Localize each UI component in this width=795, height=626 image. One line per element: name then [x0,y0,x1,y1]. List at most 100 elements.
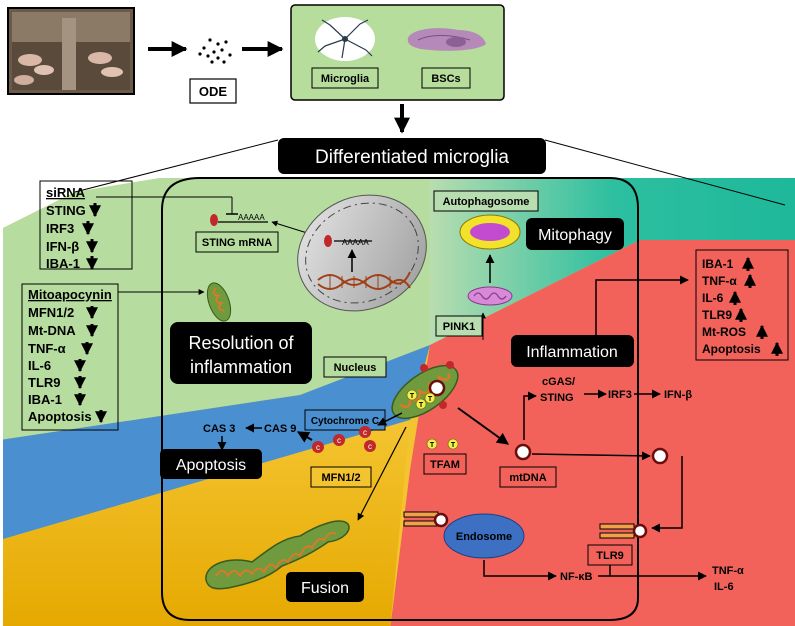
microglia-branches-icon [317,19,373,59]
autophagosome-label: Autophagosome [443,196,530,208]
tfam-label: TFAM [430,459,460,471]
sirna-box: siRNA STING IRF3 IFN-β IBA-1 [39,180,133,271]
sting-mrna-label: STING mRNA [202,237,272,249]
differentiated-title: Differentiated microglia [315,147,509,168]
bracket-line-left [74,139,279,193]
inflammation-label: Inflammation [526,344,618,361]
bscs-label: BSCs [431,73,460,85]
down-arrow-icon [82,203,101,271]
fused-mitochondria-icon [205,520,350,590]
mito-item: Apoptosis [28,409,92,424]
arrow-mtdna-to-right [531,451,651,461]
farm-photo [7,7,135,95]
fusion-box: Fusion [286,572,364,602]
sirna-item: IRF3 [46,221,74,236]
pink1-box: PINK1 [435,315,483,337]
microglia-label: Microglia [321,73,370,85]
dust-particles-icon [198,38,232,64]
irf3-label: IRF3 [608,389,632,401]
svg-text:T: T [410,393,415,400]
sting-mrna-group: AAAAA STING mRNA [195,213,279,253]
mitoapocynin-box: Mitoapocynin MFN1/2 Mt-DNA TNF-α IL-6 TL… [21,283,119,431]
sirna-item: IFN-β [46,239,79,254]
ifnb-label: IFN-β [664,389,692,401]
cgas-line2: STING [540,392,574,404]
arrow-inflammation-to-markers [595,275,689,335]
sirna-heading: siRNA [46,185,86,200]
differentiated-title-box: Differentiated microglia [278,138,546,174]
mito-item: TLR9 [28,375,61,390]
mitochondrion-small-icon [206,282,232,322]
mtdna-label: mtDNA [509,472,546,484]
mitophagy-box: Mitophagy [526,218,624,250]
fusion-label: Fusion [301,580,349,597]
brain-slice-icon [407,28,486,51]
autophagosome-icon [459,214,521,250]
up-arrow-icon [729,256,783,356]
marker-item: TNF-α [702,274,737,288]
svg-text:T: T [430,442,435,449]
receptor-right-icon [599,523,648,539]
marker-item: Apoptosis [702,342,761,356]
output-il6-label: IL-6 [714,581,734,593]
mitochondrion-center-icon [391,364,459,420]
mitophagy-label: Mitophagy [538,227,612,244]
down-arrow-icon [74,306,107,424]
arrow-mito-to-mtdna [457,407,509,445]
mito-item: MFN1/2 [28,305,74,320]
marker-item: Mt-ROS [702,325,746,339]
tfam-markers: T T T T T [406,389,459,450]
marker-item: IBA-1 [702,257,734,271]
svg-text:c: c [363,428,367,437]
endosome-icon: Endosome [443,513,525,559]
mtdna-marker-icon [514,443,532,461]
resolution-line2: inflammation [190,357,292,377]
tlr9-label: TLR9 [596,550,624,562]
mfn-box: MFN1/2 [310,466,372,488]
nucleus-label: Nucleus [334,362,377,374]
svg-text:T: T [419,402,424,409]
sirna-item: STING [46,203,86,218]
svg-text:c: c [337,436,341,445]
pink-mitochondrion-icon [467,286,513,306]
mfn-label: MFN1/2 [321,472,360,484]
svg-text:T: T [428,396,433,403]
nucleus-icon: AAAAA [297,194,427,312]
arrow-cytochrome-to-cas9 [296,431,313,443]
endosome-label: Endosome [456,531,512,543]
markers-box: IBA-1 TNF-α IL-6 TLR9 Mt-ROS Apoptosis [695,249,789,361]
arrow-to-tlr9 [651,456,683,533]
arrow-mito-to-fusion [357,426,407,521]
ode-box: ODE [189,78,237,104]
receptor-left-icon [403,511,449,528]
mtdna-marker-icon [651,447,669,465]
cytochrome-box: Cytochrome C [304,409,386,431]
mtdna-box: mtDNA [499,466,557,488]
cell-outline [161,177,639,621]
resolution-box: Resolution of inflammation [170,322,312,384]
bracket-line-right [544,139,786,206]
arrow-mtdna-to-cgas [523,391,537,440]
marker-item: TLR9 [702,308,732,322]
mito-item: Mt-DNA [28,323,76,338]
arrow-mito-to-cytochrome [377,412,403,426]
cas9-label: CAS 9 [264,423,296,435]
mitoapocynin-heading: Mitoapocynin [28,287,112,302]
mito-item: IBA-1 [28,392,62,407]
ode-label: ODE [199,84,228,99]
nucleus-label-box: Nucleus [323,356,387,378]
aaaaa-left: AAAAA [238,213,265,222]
sirna-item: IBA-1 [46,256,80,271]
svg-text:c: c [368,442,372,451]
autophagosome-box: Autophagosome [433,190,539,212]
apoptosis-label: Apoptosis [176,457,246,474]
ribosome-icon [210,214,218,226]
marker-item: IL-6 [702,291,724,305]
cas3-label: CAS 3 [203,423,235,435]
resolution-line1: Resolution of [188,333,294,353]
culture-box: Microglia BSCs [290,4,505,101]
svg-text:T: T [451,442,456,449]
inflammation-box: Inflammation [511,335,634,367]
